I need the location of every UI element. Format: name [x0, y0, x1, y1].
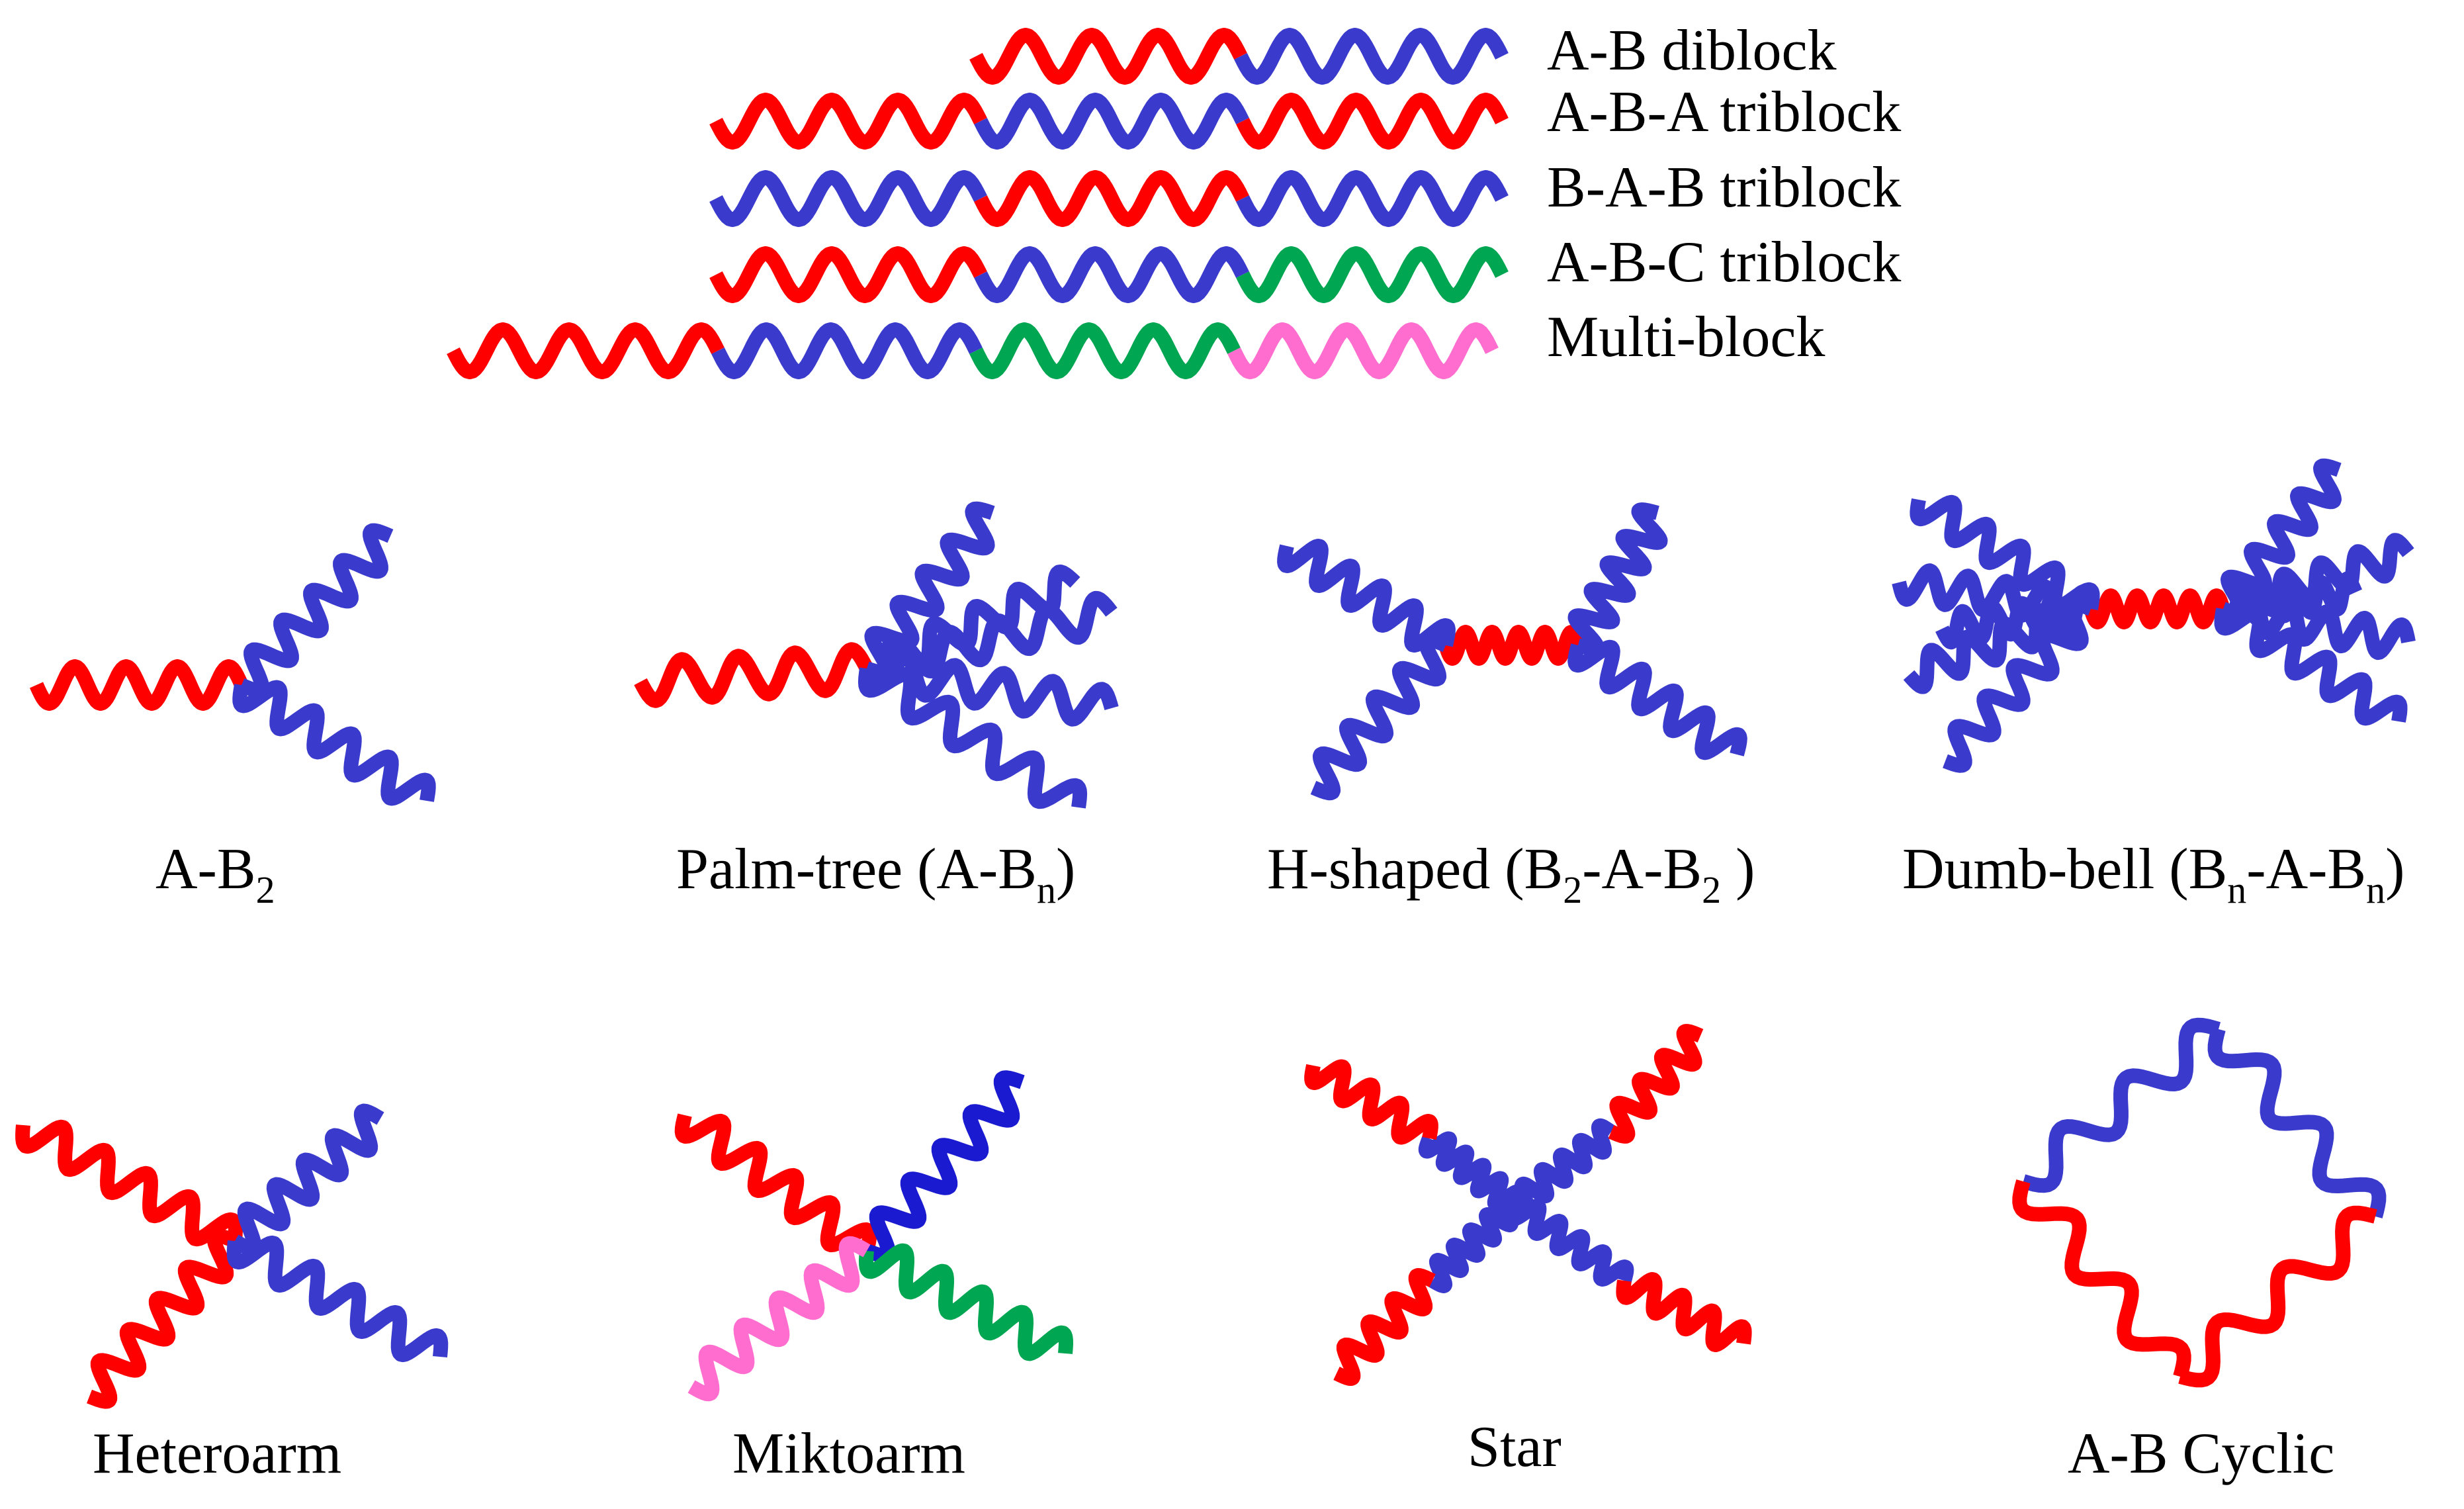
- ring-a-left: [2012, 1179, 2191, 1379]
- arm-b-left-3: [1903, 590, 2097, 694]
- block-b: [1234, 28, 1509, 85]
- arm-b-right-1: [2220, 458, 2342, 621]
- label-dumb-bell: Dumb-bell (Bn-A-Bn): [1902, 837, 2404, 911]
- star-structure: [1304, 1024, 1752, 1386]
- bab-triblock-chain: [709, 170, 1509, 227]
- arm-b-upper-right: [1567, 502, 1668, 656]
- arm-a-upper: [15, 1119, 243, 1247]
- ring-b-right: [2207, 1027, 2387, 1218]
- label-h-shaped: H-shaped (B2-A-B2 ): [1267, 837, 1755, 911]
- block-b: [974, 246, 1249, 303]
- label-h-shaped-sub-2: 2: [1702, 868, 1721, 911]
- label-h-shaped-sub-1: 2: [1563, 868, 1582, 911]
- abc-triblock-chain: [709, 246, 1509, 303]
- label-dumb-bell-3: ): [2385, 837, 2404, 901]
- arm-a-ne: [1607, 1024, 1704, 1144]
- h-shaped-structure: [1277, 502, 1747, 801]
- arm-b-1: [863, 501, 996, 680]
- arm-b-lower-right: [1567, 639, 1747, 760]
- block-a: [969, 28, 1247, 85]
- block-c: [969, 322, 1241, 379]
- linear-block-copolymers: A-B diblock A-B-A triblock B-A-B tribloc…: [447, 19, 1901, 379]
- label-dumb-bell-2: -A-B: [2246, 837, 2366, 901]
- arm-a: [674, 1113, 877, 1254]
- arm-b-upper-left: [1277, 539, 1456, 653]
- ab-diblock-chain: [969, 28, 1509, 85]
- arm-a-lower: [86, 1228, 238, 1409]
- arm-b-5: [861, 565, 1080, 686]
- label-dumb-bell-sub-2: n: [2366, 868, 2385, 911]
- core-a: [2084, 588, 2230, 629]
- aba-triblock-chain: [709, 93, 1509, 150]
- arm-b-up: [238, 523, 394, 698]
- label-miktoarm: Miktoarm: [732, 1422, 965, 1486]
- block-c: [1236, 246, 1509, 303]
- arm-a: [634, 642, 873, 708]
- heteroarm-structure: [15, 1103, 449, 1409]
- label-abc-triblock: A-B-C triblock: [1547, 230, 1901, 295]
- block-a: [447, 322, 725, 379]
- label-dumb-bell-1: Dumb-bell (B: [1902, 837, 2227, 901]
- arm-b-lower-left: [1310, 632, 1449, 801]
- label-aba-triblock: A-B-A triblock: [1547, 80, 1901, 144]
- ring-b-left: [2021, 1017, 2221, 1193]
- label-h-shaped-3: ): [1721, 837, 1755, 901]
- label-palm-tree: Palm-tree (A-Bn): [676, 837, 1075, 911]
- label-h-shaped-2: -A-B: [1582, 837, 1702, 901]
- arm-a-nw: [1304, 1059, 1438, 1145]
- block-d: [1227, 322, 1499, 379]
- arm-d: [687, 1236, 871, 1402]
- label-palm-tree-2: ): [1056, 837, 1075, 901]
- block-a-end: [1236, 93, 1509, 150]
- core-a: [1438, 625, 1585, 666]
- arm-b-left-5: [1935, 588, 2097, 650]
- multi-block-chain: [447, 322, 1499, 379]
- block-b: [709, 170, 987, 227]
- block-b: [711, 322, 983, 379]
- label-h-shaped-1: H-shaped (B: [1267, 837, 1563, 901]
- label-dumb-bell-sub-1: n: [2227, 868, 2246, 911]
- label-ab2-sub: 2: [256, 868, 275, 911]
- miktoarm-structure: [674, 1070, 1073, 1402]
- label-bab-triblock: B-A-B triblock: [1547, 156, 1901, 220]
- label-multi-block: Multi-block: [1547, 305, 1825, 369]
- label-palm-tree-sub: n: [1037, 868, 1056, 911]
- block-a: [974, 170, 1249, 227]
- dumb-bell-structure: [1892, 458, 2416, 773]
- ab2-structure: [29, 523, 436, 806]
- arm-b-nw: [1418, 1131, 1526, 1212]
- label-ab2: A-B2: [155, 837, 275, 911]
- arm-a-sw: [1333, 1268, 1436, 1386]
- arm-b-left-4: [1942, 597, 2094, 773]
- arm-b-lower: [226, 1235, 449, 1363]
- block-b: [974, 93, 1249, 150]
- palm-tree-structure: [634, 501, 1119, 810]
- block-a: [709, 93, 987, 150]
- arm-b-upper: [231, 1103, 384, 1256]
- arm-b-right-5: [2216, 571, 2363, 630]
- arm-b-4: [858, 666, 1088, 810]
- ring-a-right: [2178, 1205, 2377, 1388]
- arm-c: [859, 1243, 1073, 1361]
- label-heteroarm: Heteroarm: [93, 1422, 341, 1486]
- block-a: [709, 246, 987, 303]
- arm-b-se: [1505, 1199, 1634, 1287]
- label-star: Star: [1468, 1415, 1562, 1479]
- arm-b-down: [232, 680, 436, 806]
- arm-b: [863, 1070, 1026, 1263]
- label-ab-diblock: A-B diblock: [1547, 19, 1837, 83]
- label-ab2-main: A-B: [155, 837, 256, 901]
- ab-cyclic-structure: [2012, 1017, 2387, 1388]
- arm-a-se: [1616, 1272, 1752, 1352]
- label-ab-cyclic: A-B Cyclic: [2068, 1422, 2334, 1486]
- block-b-end: [1236, 170, 1509, 227]
- label-palm-tree-1: Palm-tree (A-B: [676, 837, 1037, 901]
- arm-b-sw: [1428, 1192, 1520, 1293]
- arm-b-ne: [1511, 1118, 1616, 1218]
- arm-a: [29, 659, 249, 711]
